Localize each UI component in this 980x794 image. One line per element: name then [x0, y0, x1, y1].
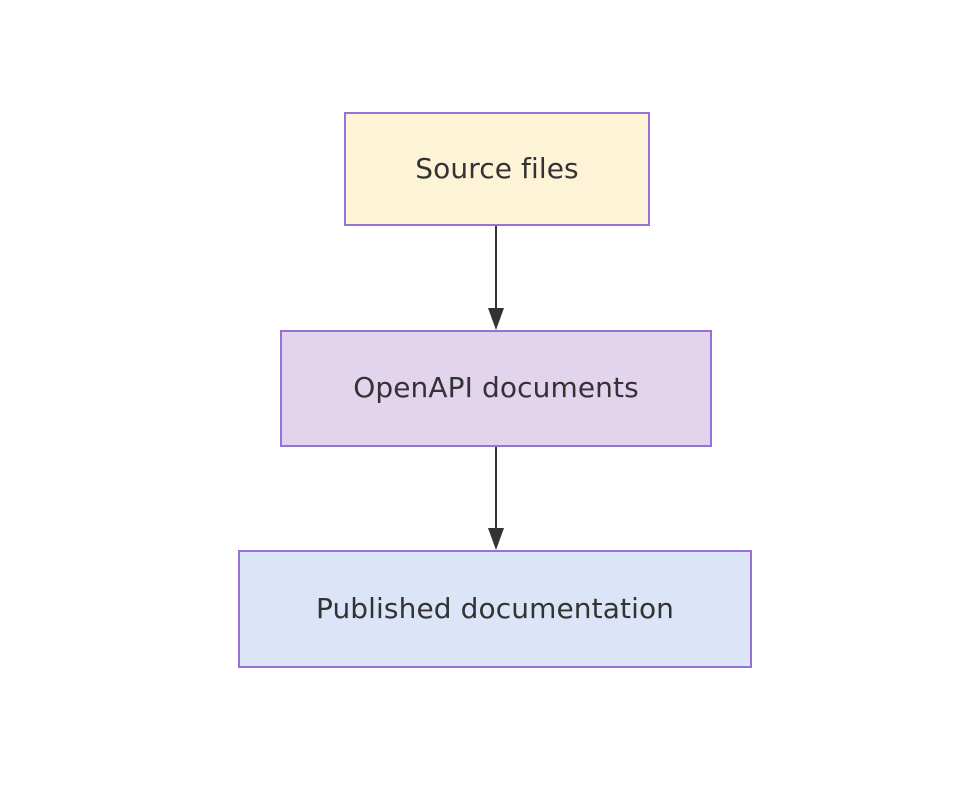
node-label-published-documentation: Published documentation	[315, 591, 675, 625]
flowchart-node-published-documentation[interactable]: Published documentation	[238, 550, 752, 668]
flowchart-node-openapi-documents[interactable]: OpenAPI documents	[280, 330, 712, 447]
node-label-openapi-documents: OpenAPI documents	[353, 371, 639, 405]
edge-source-to-openapi	[488, 226, 504, 330]
arrowhead-icon-source-to-openapi	[488, 308, 504, 330]
arrowhead-icon-openapi-to-published	[488, 528, 504, 550]
edge-openapi-to-published	[488, 447, 504, 550]
flowchart-node-source-files[interactable]: Source files	[344, 112, 650, 226]
node-label-source-files: Source files	[415, 151, 579, 185]
